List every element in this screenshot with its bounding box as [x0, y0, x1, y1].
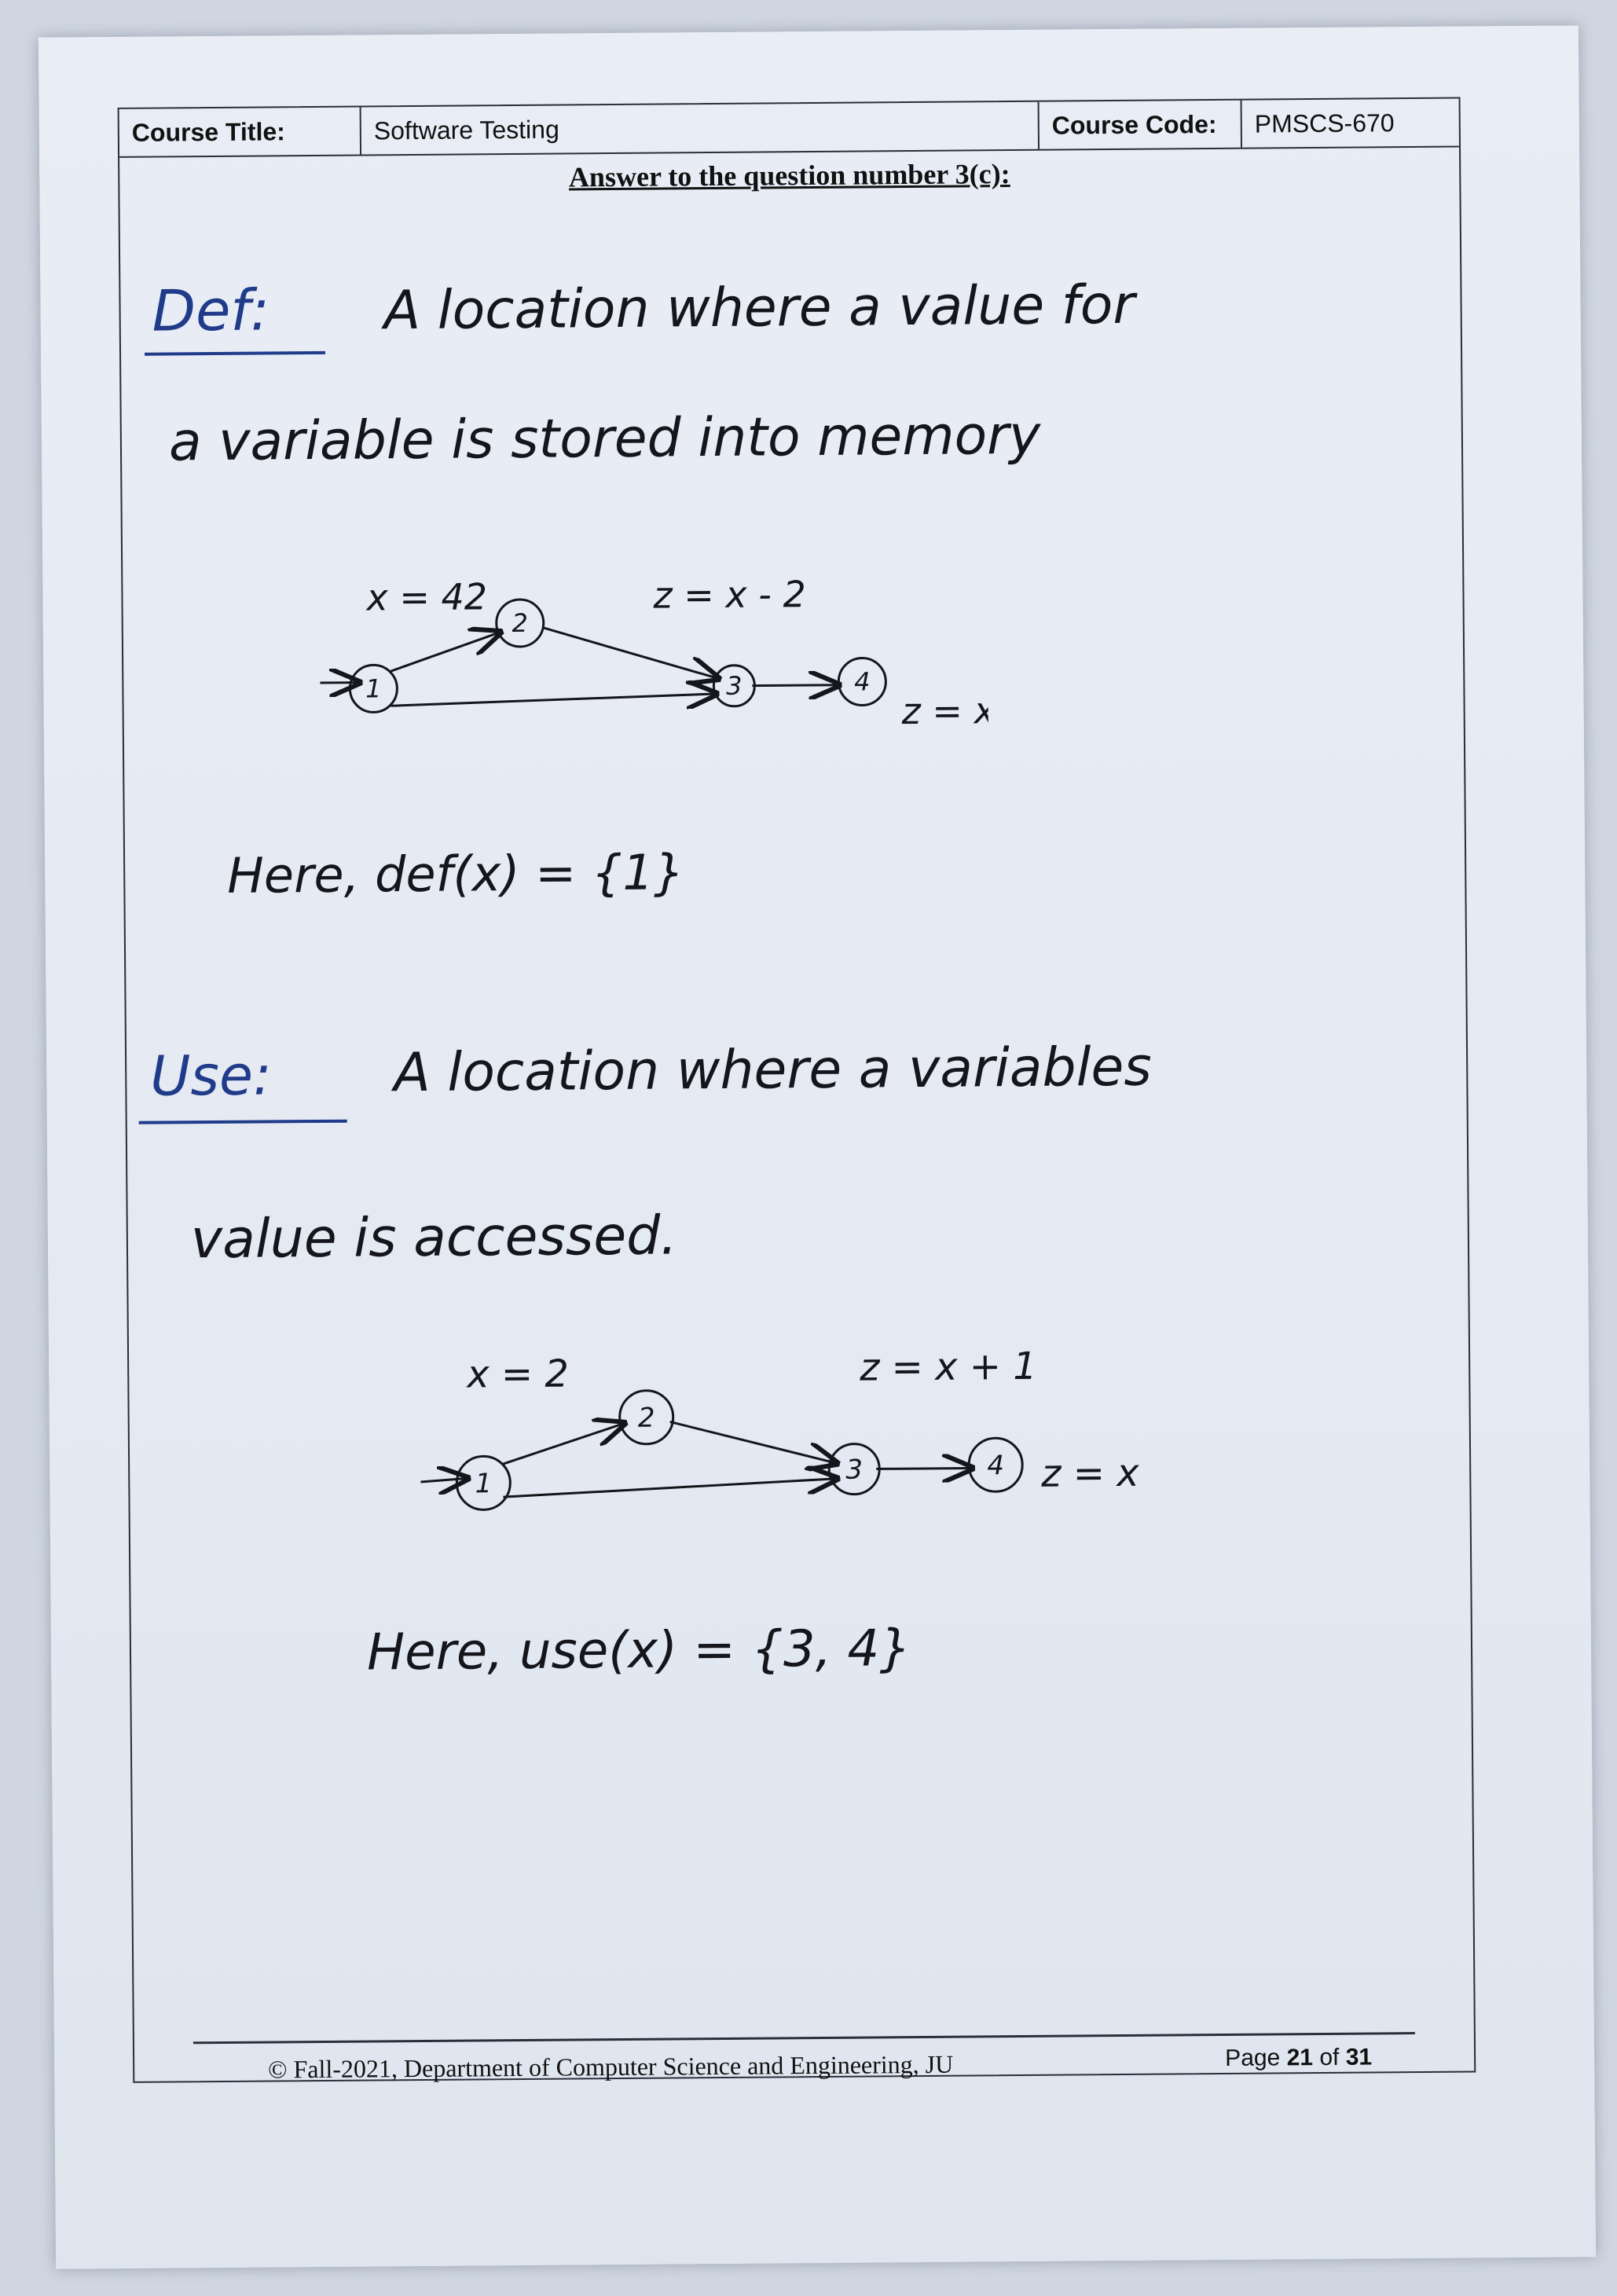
course-code-cell: PMSCS-670 — [1242, 99, 1459, 148]
def-node-3-note: z = x - 2 — [652, 573, 806, 617]
course-code-value: PMSCS-670 — [1254, 108, 1395, 138]
def-node-1-label: 1 — [365, 673, 382, 703]
def-edge-1-2 — [390, 633, 499, 673]
page-frame: Course Title: Software Testing Course Co… — [117, 97, 1476, 2084]
use-result: Here, use(x) = {3, 4} — [366, 1619, 912, 1682]
def-label: Def: — [152, 277, 270, 344]
course-title-value: Software Testing — [373, 115, 559, 145]
use-label: Use: — [149, 1043, 272, 1109]
def-underline — [145, 350, 326, 356]
def-result: Here, def(x) = {1} — [226, 843, 685, 904]
course-title-label: Course Title: — [131, 116, 285, 147]
def-node-4 — [837, 657, 887, 707]
def-flow-graph: 1 2 3 4 x = 42 z = x - 2 z = x — [320, 573, 988, 732]
use-node-3-label: 3 — [845, 1454, 863, 1486]
use-node-2 — [618, 1389, 675, 1446]
course-title-label-cell: Course Title: — [119, 107, 362, 156]
def-edge-3-4 — [752, 685, 837, 686]
def-node-2 — [495, 598, 545, 648]
use-node-4-label: 4 — [987, 1450, 1004, 1481]
answer-heading: Answer to the question number 3(c): — [568, 158, 1010, 193]
def-edge-1-3 — [390, 694, 714, 706]
footer-rule — [192, 2032, 1415, 2045]
use-edge-1-2 — [502, 1424, 623, 1465]
use-node-4 — [967, 1436, 1024, 1493]
footer-copyright: © Fall-2021, Department of Computer Scie… — [268, 2049, 954, 2084]
use-text-line2: value is accessed. — [190, 1205, 678, 1271]
page-total: 31 — [1345, 2044, 1373, 2070]
def-node-4-note: z = x — [900, 689, 988, 732]
course-title-cell: Software Testing — [361, 101, 1040, 155]
def-node-3 — [712, 664, 756, 708]
def-text-line1: A location where a value for — [383, 273, 1135, 343]
use-node-3 — [827, 1443, 881, 1496]
def-node-1 — [348, 663, 398, 713]
page-number: Page 21 of 31 — [1225, 2044, 1372, 2071]
use-node-4-note: z = x — [1040, 1451, 1139, 1496]
use-text-line1: A location where a variables — [393, 1036, 1153, 1105]
use-flow-graph: 1 2 3 4 x = 2 z = x + 1 z = x — [420, 1344, 1139, 1511]
use-underline — [138, 1119, 347, 1124]
course-code-label-cell: Course Code: — [1039, 100, 1243, 149]
def-edge-2-3 — [542, 626, 717, 680]
def-node-3-label: 3 — [726, 671, 742, 701]
def-node-4-label: 4 — [854, 666, 871, 696]
use-node-1-note: x = 2 — [465, 1352, 569, 1396]
use-node-3-note: z = x + 1 — [859, 1344, 1037, 1390]
page-current: 21 — [1286, 2045, 1314, 2071]
use-edge-2-3 — [669, 1421, 835, 1465]
def-text-line2: a variable is stored into memory — [168, 404, 1041, 474]
use-node-1 — [455, 1454, 512, 1511]
course-header: Course Title: Software Testing Course Co… — [119, 98, 1460, 158]
course-code-label: Course Code: — [1051, 109, 1217, 140]
use-edge-1-3 — [503, 1479, 835, 1498]
use-node-1-label: 1 — [475, 1468, 492, 1499]
def-node-2-label: 2 — [512, 608, 528, 638]
use-edge-3-4 — [876, 1468, 970, 1469]
use-node-2-label: 2 — [638, 1403, 655, 1434]
page-label: Page — [1225, 2045, 1281, 2071]
paper-sheet: Course Title: Software Testing Course Co… — [38, 25, 1597, 2269]
page-of-label: of — [1319, 2044, 1340, 2071]
use-entry-edge — [420, 1479, 466, 1482]
def-node-1-note: x = 42 — [365, 575, 487, 618]
